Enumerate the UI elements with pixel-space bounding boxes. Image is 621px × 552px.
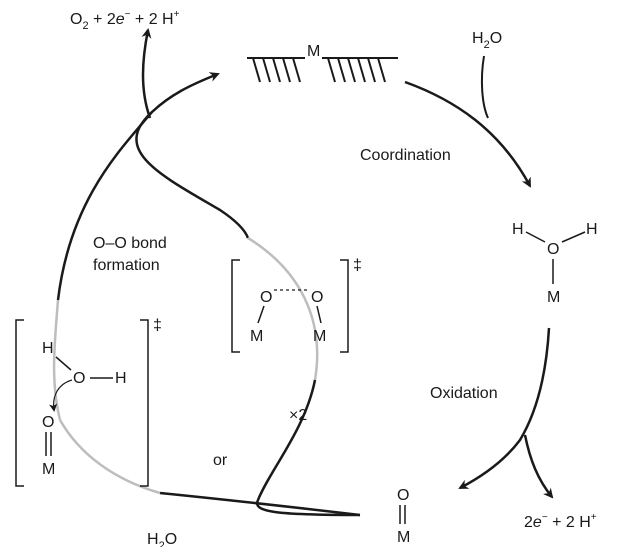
i2m-s-curve-dark-top	[135, 111, 250, 239]
ts-oo-dagger: ‡	[353, 257, 362, 274]
ts-water-dagger: ‡	[153, 317, 162, 334]
svg-text:H: H	[115, 370, 127, 387]
coordination-label: Coordination	[360, 147, 451, 164]
metal-oxo-bottom: O M	[397, 487, 410, 546]
ts-water-attack: H O H O M	[15, 319, 149, 487]
svg-text:M: M	[547, 289, 560, 306]
svg-text:O: O	[397, 487, 409, 504]
metal-surface	[247, 57, 398, 83]
oxidation-label: Oxidation	[430, 385, 498, 402]
svg-text:M: M	[313, 328, 326, 345]
wna-bottom-curve-dark	[159, 491, 361, 517]
coordination-arrow	[404, 80, 532, 188]
oxidation-arrow	[458, 327, 551, 490]
ts-oo-coupling: O O M M	[231, 259, 349, 353]
svg-text:O: O	[547, 241, 559, 258]
svg-text:O: O	[42, 414, 54, 431]
oo-bond-label-line2: formation	[93, 257, 160, 274]
svg-text:M: M	[397, 529, 410, 546]
times-two-label: ×2	[289, 407, 307, 424]
svg-text:M: M	[250, 328, 263, 345]
or-label: or	[213, 452, 228, 469]
h2o-top-label: H2O	[472, 30, 502, 51]
h2o-feed-line	[480, 55, 489, 119]
svg-text:H: H	[512, 221, 524, 238]
electrons-products-label: 2e− + 2 H+	[524, 512, 597, 531]
svg-text:H: H	[586, 221, 598, 238]
svg-text:H: H	[42, 340, 54, 357]
electron-release-arrow	[523, 434, 554, 499]
i2m-s-curve-grey	[247, 236, 319, 381]
o2-release-arrow	[141, 28, 152, 119]
coordinated-water: H H O M	[512, 221, 598, 306]
metal-top-label: M	[307, 43, 320, 60]
wna-left-grey	[52, 299, 62, 421]
wna-bottom-curve-grey	[58, 419, 161, 495]
svg-text:O: O	[260, 289, 272, 306]
i2m-s-curve-dark-bottom	[255, 379, 361, 517]
h2o-bottom-label: H2O	[147, 531, 177, 547]
svg-text:O: O	[311, 289, 323, 306]
oo-bond-label-line1: O–O bond	[93, 235, 167, 252]
svg-text:M: M	[42, 461, 55, 478]
o2-products-label: O2 + 2e− + 2 H+	[70, 9, 180, 32]
svg-text:O: O	[73, 370, 85, 387]
